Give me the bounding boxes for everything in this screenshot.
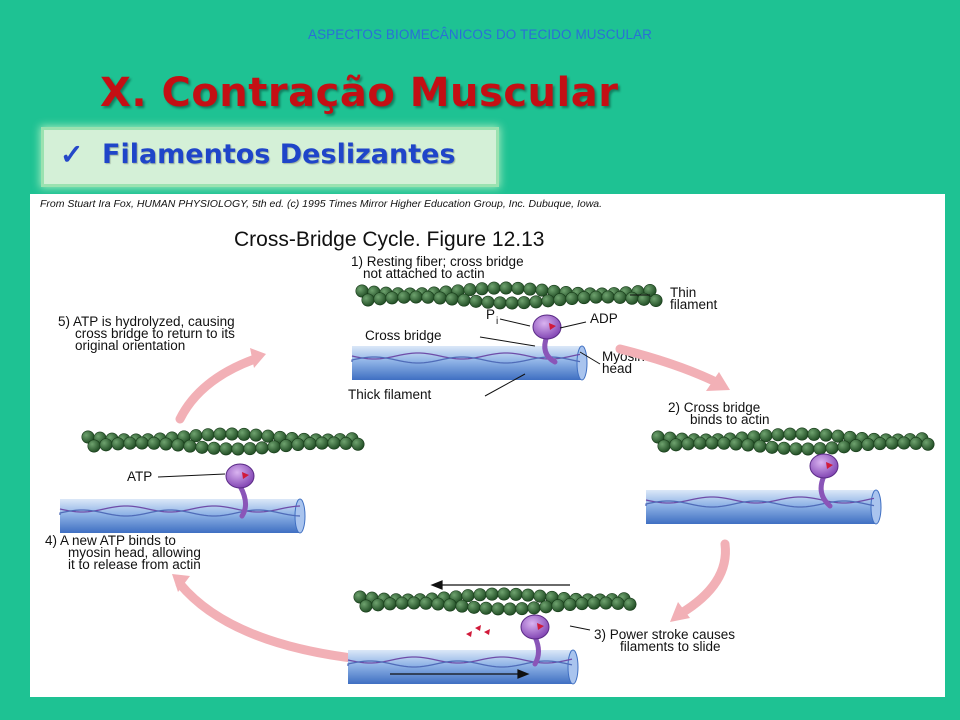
bullet-box: ✓ Filamentos Deslizantes: [44, 130, 496, 184]
phosphate-fragment: [466, 631, 472, 637]
thick-stage3: [347, 649, 579, 685]
actin-stage1: [355, 281, 663, 310]
step3-line1: 3) Power stroke causes: [594, 627, 735, 642]
leader-lines: [157, 294, 650, 631]
thick-filament-label: Thick filament: [348, 387, 432, 402]
filament-structures: [59, 281, 935, 685]
slide-arrows: [390, 580, 570, 679]
step4-line3: it to release from actin: [68, 557, 201, 572]
step5-line2: cross bridge to return to its: [75, 326, 235, 341]
figure-credit: From Stuart Ira Fox, HUMAN PHYSIOLOGY, 5…: [40, 198, 602, 210]
arrow-2-to-3: [675, 539, 730, 619]
arrowhead-4: [172, 574, 190, 592]
cross-bridge-label: Cross bridge: [365, 328, 442, 343]
atp-label: ATP: [127, 469, 152, 484]
myosin-head-stage2: [809, 453, 839, 509]
step1-line1: 1) Resting fiber; cross bridge: [351, 254, 524, 269]
thick-stage2: [645, 489, 882, 525]
step4-line1: 4) A new ATP binds to: [45, 533, 176, 548]
thick-stage4: [59, 498, 306, 534]
myosin-head-stage1: [532, 314, 562, 365]
arrowhead-3: [670, 602, 690, 622]
arrow-3-to-4: [175, 579, 365, 664]
thin-label-1: Thin: [670, 285, 696, 300]
thin-label-2: filament: [670, 297, 718, 312]
step5-line1: 5) ATP is hydrolyzed, causing: [58, 314, 235, 329]
step1-line2: not attached to actin: [363, 266, 485, 281]
figure-title: Cross-Bridge Cycle. Figure 12.13: [234, 228, 544, 251]
step5-line3: original orientation: [75, 338, 185, 353]
bullet-text: Filamentos Deslizantes: [102, 139, 456, 170]
arrowhead-2: [706, 372, 730, 391]
myosin-head-stage4: [225, 463, 255, 519]
cross-bridge-figure: From Stuart Ira Fox, HUMAN PHYSIOLOGY, 5…: [30, 194, 945, 697]
adp-label: ADP: [590, 311, 618, 326]
myosin-head-stage3: [520, 614, 550, 667]
phosphate-fragment: [475, 625, 481, 631]
checkmark-icon: ✓: [60, 139, 84, 170]
actin-stage3: [353, 587, 637, 616]
step3-line2: filaments to slide: [620, 639, 721, 654]
slide-header: ASPECTOS BIOMECÂNICOS DO TECIDO MUSCULAR: [307, 27, 653, 42]
actin-stage2: [651, 427, 935, 456]
cycle-arrows: [175, 344, 730, 664]
myosin-label-2: head: [602, 361, 632, 376]
figure-svg: From Stuart Ira Fox, HUMAN PHYSIOLOGY, 5…: [40, 198, 935, 685]
phosphate-fragment: [484, 629, 490, 635]
arrow-1-to-2: [615, 344, 725, 389]
pi-label: P: [486, 307, 495, 322]
slide-title: X. Contração Muscular: [100, 70, 619, 116]
actin-stage4: [81, 427, 365, 456]
step2-line1: 2) Cross bridge: [668, 400, 760, 415]
pi-subscript: i: [496, 316, 498, 327]
arrow-5-to-1: [175, 354, 260, 424]
step4-line2: myosin head, allowing: [68, 545, 201, 560]
arrowhead-1: [250, 348, 266, 368]
step2-line2: binds to actin: [690, 412, 770, 427]
arrowheads: [172, 348, 730, 622]
